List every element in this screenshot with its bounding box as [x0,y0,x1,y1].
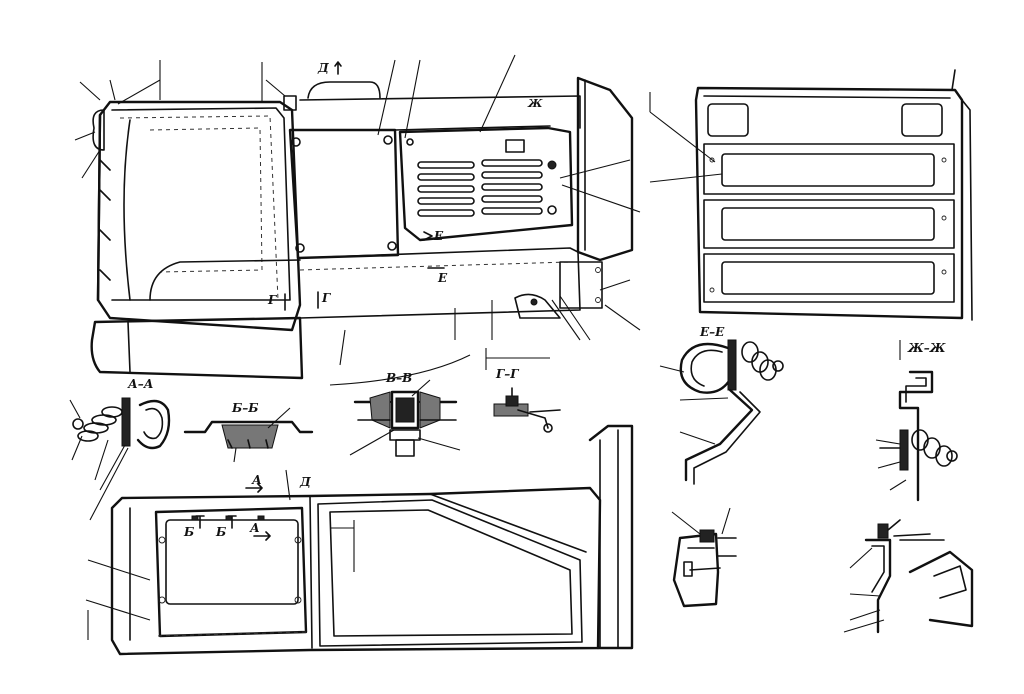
spring [77,406,123,442]
main-side-view: Д Ж Е Е Г Г [74,54,641,386]
label-mark-b1: Б [183,525,194,539]
detail-latch [671,507,737,608]
lower-side-view: А Д Б Б А [85,424,634,656]
label-mark-e1: Е [433,229,444,243]
label-mark-g2: Г [321,291,331,305]
section-zh-zh: Ж–Ж [875,340,958,502]
label-section-b: Б–Б [231,401,259,415]
label-mark-a1: А [251,473,262,487]
label-section-g: Г–Г [495,367,519,381]
label-mark-e2: Е [437,271,448,285]
label-mark-d-bottom: Д [299,475,311,489]
label-section-a: А–А [127,377,154,391]
label-mark-zh: Ж [527,97,543,110]
section-v-v: В–В [349,371,461,457]
label-mark-d-top: Д [317,61,329,75]
grill-slots [417,159,543,217]
label-section-zh: Ж–Ж [907,341,946,355]
label-mark-g1: Г [267,293,277,307]
label-mark-b2: Б [215,525,226,539]
section-a-a: А–А [69,377,171,521]
section-e-e: Е–Е [659,325,784,485]
section-b-b: Б–Б [183,401,314,463]
rear-view [649,69,973,321]
label-mark-a2: А [249,521,260,535]
section-g-g: Г–Г [485,348,561,433]
label-section-v: В–В [385,371,412,385]
detail-mount [843,519,974,634]
label-section-e: Е–Е [699,325,725,339]
